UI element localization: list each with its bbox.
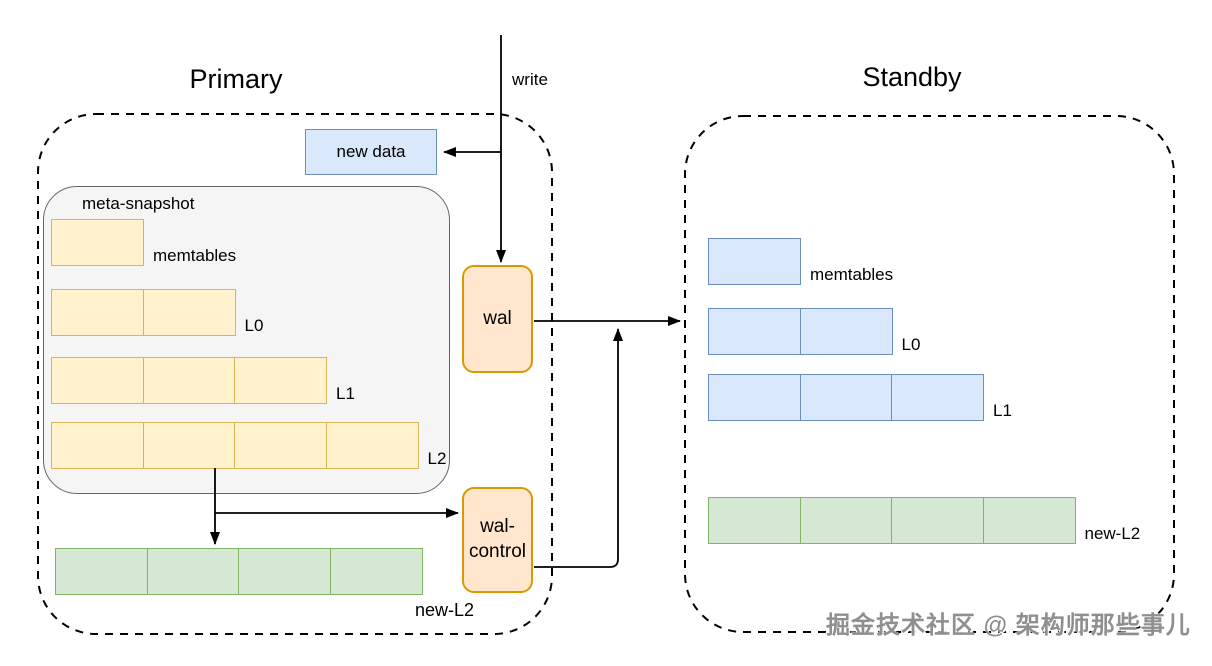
row-cell <box>234 357 327 404</box>
row-cell <box>708 374 801 421</box>
row-label: memtables <box>153 245 237 265</box>
primary-new-l2-row: new-L2 <box>55 548 474 620</box>
row-label: L2 <box>427 448 447 468</box>
new-data-box: new data <box>305 129 437 175</box>
primary-l2-row: L2 <box>51 422 446 469</box>
row-label: L1 <box>993 400 1012 420</box>
row-cell <box>234 422 327 469</box>
primary-memtables-row: memtables <box>51 219 236 266</box>
write-label: write <box>512 70 548 89</box>
row-cell <box>55 548 148 595</box>
primary-l1-row: L1 <box>51 357 355 404</box>
row-cell <box>146 548 240 595</box>
row-cell <box>142 357 236 404</box>
row-cell <box>982 497 1076 544</box>
row-cell <box>325 422 419 469</box>
primary-l0-row: L0 <box>51 289 263 336</box>
row-cell <box>799 308 893 355</box>
standby-memtables-row: memtables <box>708 238 893 285</box>
row-cell <box>51 422 144 469</box>
row-cell <box>142 289 236 336</box>
wal-control-box: wal- control <box>462 487 533 593</box>
row-cell <box>799 497 893 544</box>
row-label: L0 <box>901 334 921 354</box>
row-cell <box>891 374 984 421</box>
row-cell <box>142 422 236 469</box>
row-cell <box>51 219 144 266</box>
row-cell <box>891 497 984 544</box>
row-label: new-L2 <box>1084 523 1141 543</box>
row-cell <box>708 308 801 355</box>
row-cell <box>238 548 331 595</box>
row-cell <box>51 357 144 404</box>
watermark: 掘金技术社区 @ 架构师那些事儿 <box>826 612 1191 639</box>
standby-l0-row: L0 <box>708 308 920 355</box>
row-cell <box>708 497 801 544</box>
row-cell <box>708 238 801 285</box>
meta-snapshot-label: meta-snapshot <box>82 194 195 213</box>
row-label: L0 <box>244 315 264 335</box>
row-cell <box>329 548 423 595</box>
arrow-wal-control-up <box>534 328 623 568</box>
row-label: new-L2 <box>415 600 475 620</box>
standby-title: Standby <box>862 62 962 92</box>
row-label: memtables <box>810 264 894 284</box>
wal-box: wal <box>462 265 533 373</box>
row-cell <box>799 374 893 421</box>
primary-title: Primary <box>189 64 283 94</box>
row-cell <box>51 289 144 336</box>
row-label: L1 <box>336 383 355 403</box>
standby-new-l2-row: new-L2 <box>708 497 1140 544</box>
standby-l1-row: L1 <box>708 374 1012 421</box>
